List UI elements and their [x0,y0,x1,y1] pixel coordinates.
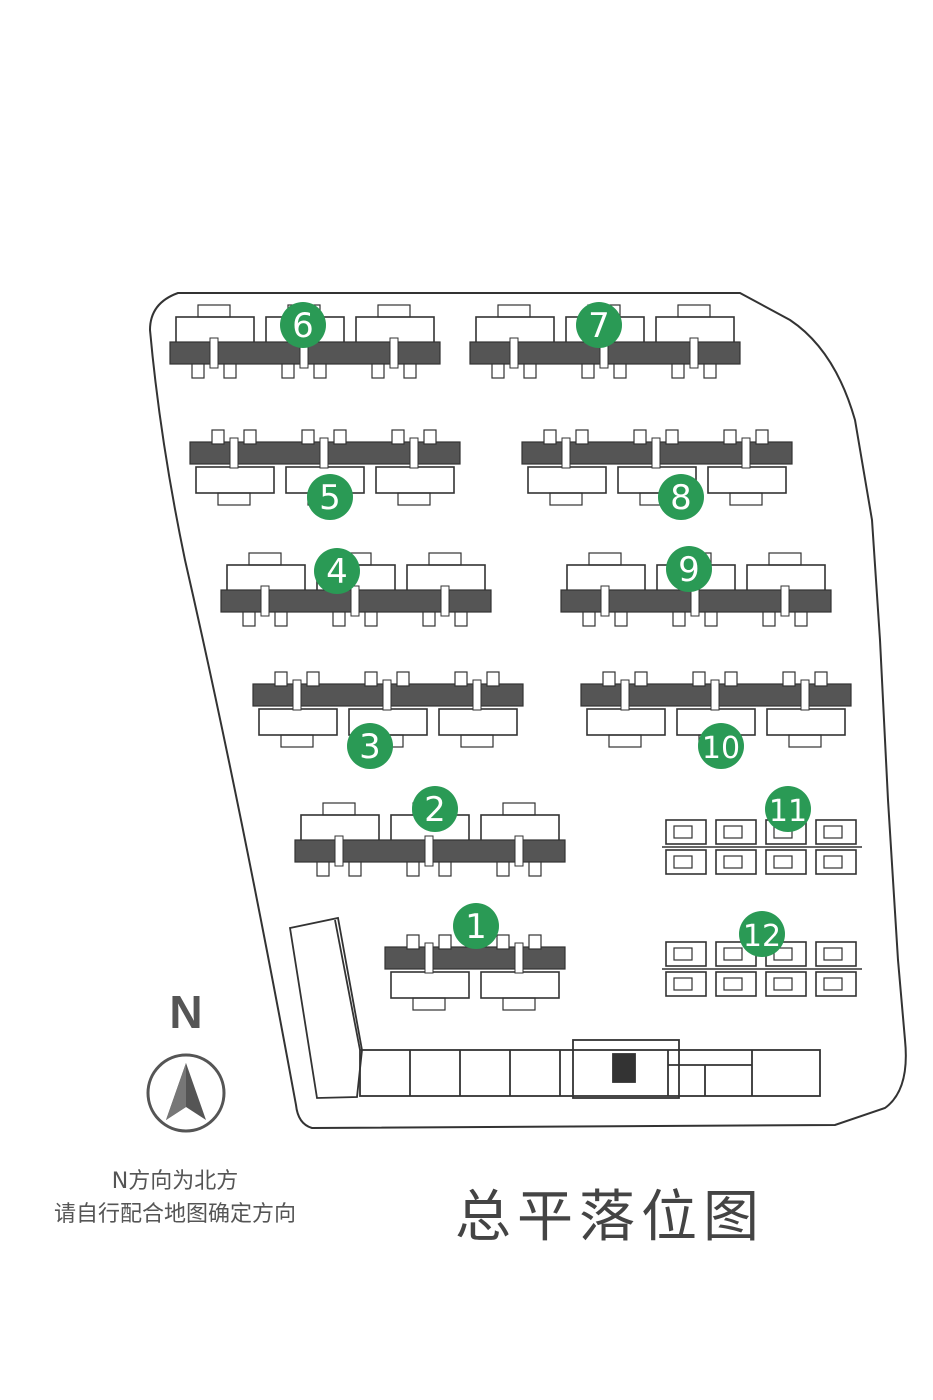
building-badge-3[interactable]: 3 [347,723,393,769]
building-badge-12[interactable]: 12 [739,911,785,957]
north-letter: N [169,986,203,1038]
building-1[interactable]: 1 [384,903,566,1011]
north-note: N方向为北方 请自行配合地图确定方向 [10,1165,340,1231]
building-badge-4[interactable]: 4 [314,548,360,594]
building-badge-5[interactable]: 5 [307,474,353,520]
compass-icon [146,1053,226,1133]
building-3[interactable]: 3 [252,671,524,769]
building-badge-2[interactable]: 2 [412,786,458,832]
building-badge-9[interactable]: 9 [666,546,712,592]
north-note-line2: 请自行配合地图确定方向 [53,1202,296,1227]
north-note-line1: N方向为北方 [111,1169,239,1194]
building-label-9: 9 [678,550,700,590]
plan-title: 总平落位图 [455,1185,765,1250]
building-4[interactable]: 4 [220,548,492,627]
building-label-8: 8 [670,478,692,518]
building-9[interactable]: 9 [560,546,832,627]
building-label-2: 2 [424,790,446,830]
building-label-10: 10 [702,731,740,766]
building-label-1: 1 [465,907,487,947]
building-5[interactable]: 5 [189,429,461,520]
building-2[interactable]: 2 [294,786,566,877]
building-label-3: 3 [359,727,381,767]
building-badge-1[interactable]: 1 [453,903,499,949]
podium-strip [288,916,821,1099]
building-10[interactable]: 10 [580,671,852,769]
building-badge-10[interactable]: 10 [698,723,744,769]
building-badge-7[interactable]: 7 [576,302,622,348]
building-badge-8[interactable]: 8 [658,474,704,520]
building-label-4: 4 [326,552,348,592]
building-label-5: 5 [319,478,341,518]
building-badge-6[interactable]: 6 [280,302,326,348]
building-label-12: 12 [743,919,781,954]
building-label-7: 7 [588,306,610,346]
site-boundary [148,292,907,1130]
building-badge-11[interactable]: 11 [765,786,811,832]
building-6[interactable]: 6 [169,302,441,379]
building-8[interactable]: 8 [521,429,793,520]
building-11[interactable]: 11 [662,786,862,875]
building-label-6: 6 [292,306,314,346]
building-7[interactable]: 7 [469,302,741,379]
building-12[interactable]: 12 [662,911,862,997]
building-label-11: 11 [769,794,807,829]
